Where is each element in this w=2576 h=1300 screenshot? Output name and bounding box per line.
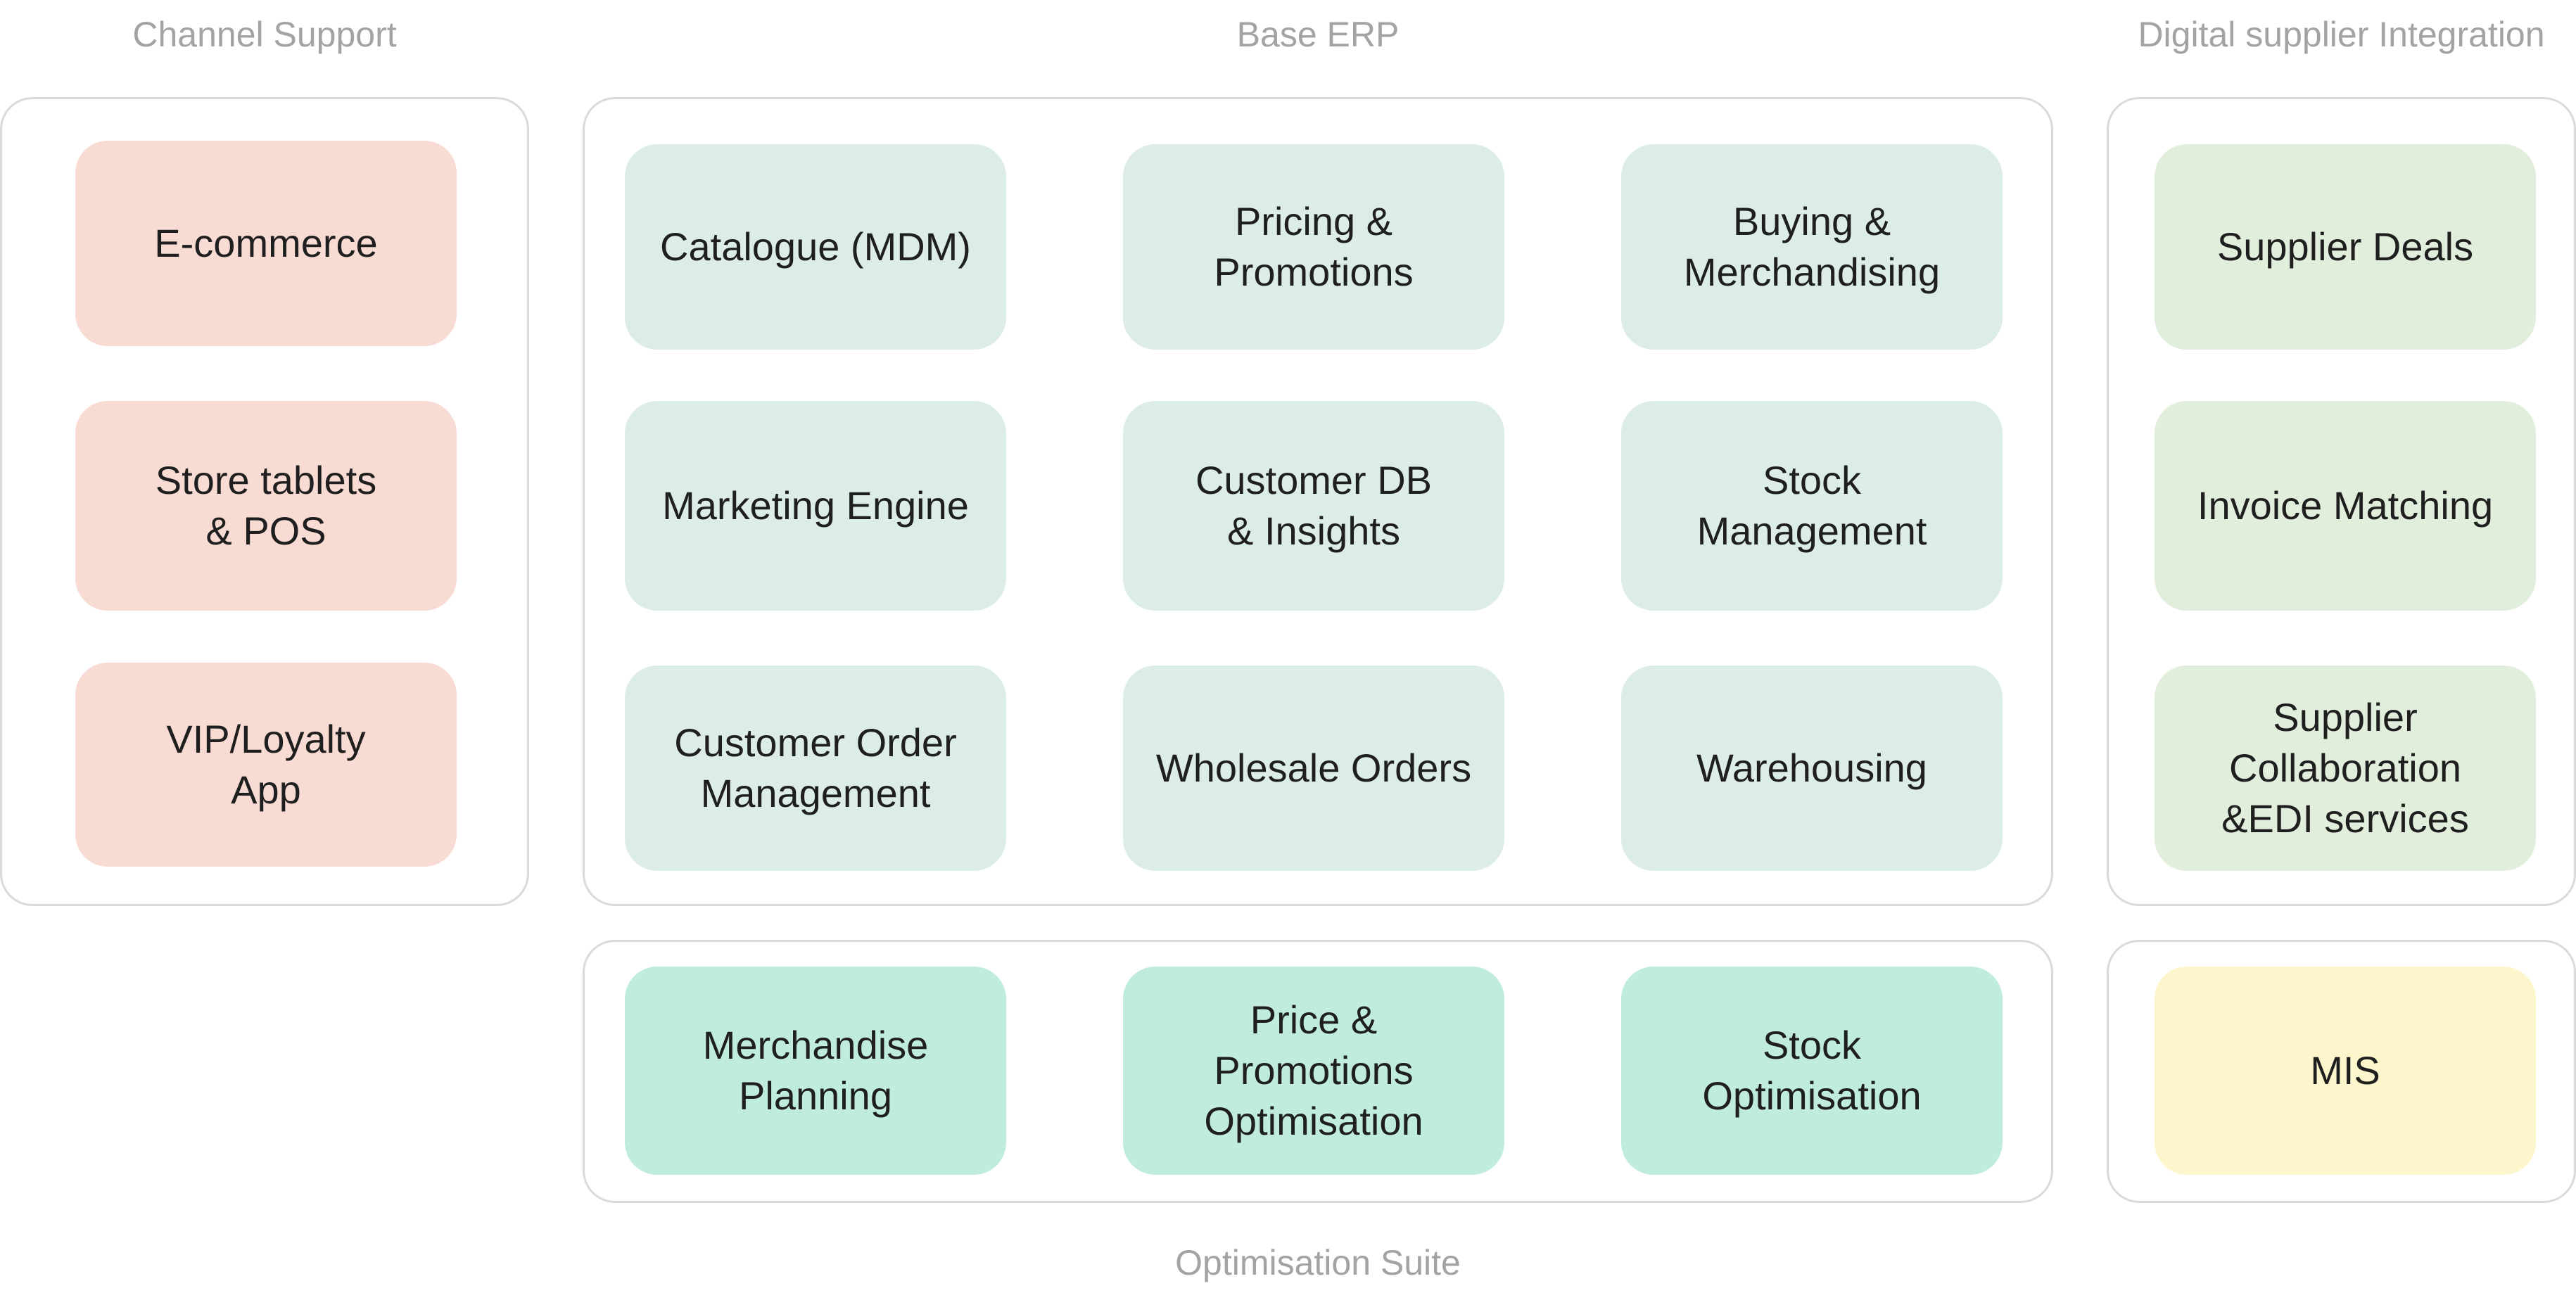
tile-pricing-promotions: Pricing & Promotions: [1123, 144, 1504, 350]
tile-store-tablets-pos: Store tablets & POS: [75, 401, 457, 611]
tile-e-commerce: E-commerce: [75, 141, 457, 346]
tile-customer-order-management: Customer Order Management: [625, 665, 1006, 871]
tile-price-promotions-optimisation: Price & Promotions Optimisation: [1123, 967, 1504, 1175]
tile-catalogue-mdm: Catalogue (MDM): [625, 144, 1006, 350]
digital-supplier-integration-label: Digital supplier Integration: [2138, 15, 2545, 54]
optimisation-suite-label: Optimisation Suite: [1175, 1243, 1461, 1282]
tile-vip-loyalty-app: VIP/Loyalty App: [75, 663, 457, 867]
channel-support-label: Channel Support: [132, 15, 397, 54]
tile-supplier-collaboration-edi: Supplier Collaboration &EDI services: [2155, 665, 2536, 871]
tile-mis: MIS: [2155, 967, 2536, 1175]
tile-buying-merchandising: Buying & Merchandising: [1621, 144, 2003, 350]
tile-merchandise-planning: Merchandise Planning: [625, 967, 1006, 1175]
tile-marketing-engine: Marketing Engine: [625, 401, 1006, 611]
tile-stock-optimisation: Stock Optimisation: [1621, 967, 2003, 1175]
base-erp-label: Base ERP: [1236, 15, 1400, 54]
tile-supplier-deals: Supplier Deals: [2155, 144, 2536, 350]
tile-wholesale-orders: Wholesale Orders: [1123, 665, 1504, 871]
tile-warehousing: Warehousing: [1621, 665, 2003, 871]
tile-invoice-matching: Invoice Matching: [2155, 401, 2536, 611]
tile-customer-db-insights: Customer DB & Insights: [1123, 401, 1504, 611]
tile-stock-management: Stock Management: [1621, 401, 2003, 611]
